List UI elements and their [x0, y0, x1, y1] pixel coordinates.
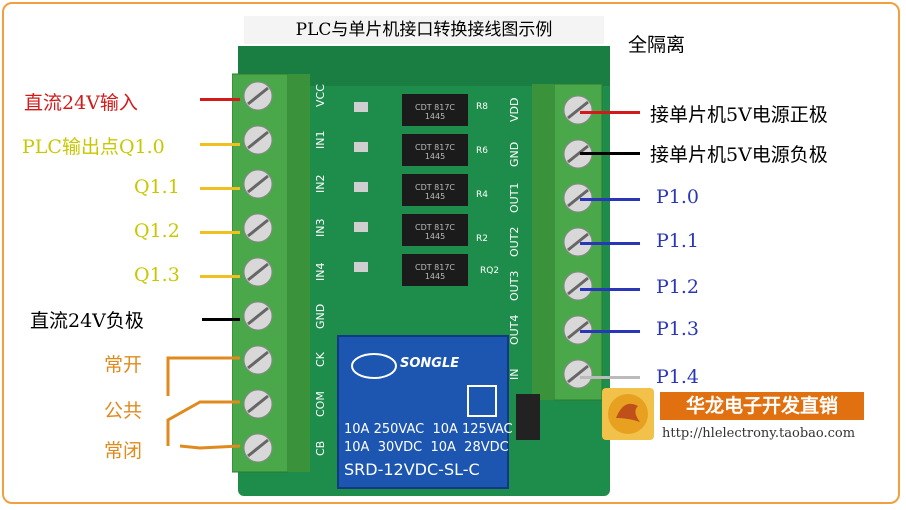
screw-slot	[567, 100, 589, 120]
image-frame	[2, 2, 900, 504]
label-mcu-5v-positive: 接单片机5V电源正极	[650, 104, 828, 126]
label-dc24v-negative: 直流24V负极	[30, 310, 144, 332]
left-pin-label: IN2	[314, 174, 327, 194]
wire-p11	[580, 242, 640, 245]
label-dc24v-input: 直流24V输入	[24, 92, 138, 114]
shop-watermark: 华龙电子开发直销 http://hlelectrony.taobao.com	[602, 388, 864, 444]
pcb-board	[232, 46, 610, 496]
relay-brand: SONGLE	[400, 356, 460, 371]
wire-p12	[580, 288, 640, 291]
right-pin-label: IN	[508, 368, 521, 380]
resistor-label: RQ2	[480, 266, 500, 276]
right-pin-label: OUT4	[508, 314, 521, 346]
optocoupler-text: CDT 817C 1445	[414, 143, 456, 161]
wire-p10	[580, 198, 640, 201]
smd-led	[354, 102, 368, 112]
left-pin-label: IN4	[314, 262, 327, 282]
label-q11: Q1.1	[134, 176, 180, 198]
smd-led	[354, 222, 368, 232]
screw-slot	[247, 306, 269, 326]
left-pin-label: VCC	[314, 84, 327, 108]
wire-dc24v-negative	[202, 318, 240, 321]
optocoupler-text: CDT 817C 1445	[414, 223, 456, 241]
screw-slot	[247, 394, 269, 414]
label-common: 公共	[104, 400, 143, 422]
label-p11: P1.1	[656, 230, 700, 252]
screw-slot	[567, 232, 589, 252]
right-pin-label: VDD	[508, 97, 521, 123]
label-normally-open: 常开	[104, 354, 143, 376]
label-p13: P1.3	[656, 318, 700, 340]
optocoupler-text: CDT 817C 1445	[414, 183, 456, 201]
left-pin-label: IN1	[314, 130, 327, 150]
right-pin-label: OUT3	[508, 270, 521, 302]
wire-q11	[200, 187, 240, 190]
shop-url: http://hlelectrony.taobao.com	[662, 426, 856, 441]
relay-rating-2: 10A 30VDC 10A 28VDC	[344, 440, 509, 455]
resistor-label: R2	[476, 234, 488, 244]
relay-model: SRD-12VDC-SL-C	[344, 460, 480, 479]
optocoupler-chip	[402, 94, 468, 126]
screw-slot	[567, 276, 589, 296]
resistor-label: R8	[476, 102, 488, 112]
left-pin-label: IN3	[314, 218, 327, 238]
screw-slot	[247, 130, 269, 150]
optocoupler-chip	[402, 254, 468, 286]
shop-name: 华龙电子开发直销	[660, 392, 864, 420]
label-p12: P1.2	[656, 276, 700, 298]
screw-slot	[567, 364, 589, 384]
wire-dc24v-input	[200, 98, 240, 101]
screw-slot	[247, 174, 269, 194]
label-normally-closed: 常闭	[104, 440, 143, 462]
subtitle-full-isolation: 全隔离	[628, 34, 686, 56]
screw-slot	[247, 438, 269, 458]
wire-p13	[580, 330, 640, 333]
optocoupler-text: CDT 817C 1445	[414, 263, 456, 281]
screw-slot	[247, 218, 269, 238]
wire-mcu-5v-negative	[580, 152, 640, 155]
screw-slot	[567, 144, 589, 164]
label-plc-q10: PLC输出点Q1.0	[22, 136, 165, 158]
screw-slot	[567, 320, 589, 340]
screw-slot	[247, 350, 269, 370]
wire-mcu-5v-positive	[580, 111, 640, 114]
resistor-label: R6	[476, 146, 488, 156]
optocoupler-chip	[402, 174, 468, 206]
left-pin-label: GND	[314, 303, 327, 329]
label-q13: Q1.3	[134, 264, 180, 286]
label-p14: P1.4	[656, 366, 700, 388]
wire-q13	[200, 275, 240, 278]
wire-q10	[200, 143, 240, 146]
right-pin-label: OUT2	[508, 226, 521, 258]
relay-rating-1: 10A 250VAC 10A 125VAC	[344, 422, 513, 437]
optocoupler-chip	[402, 214, 468, 246]
resistor-label: R4	[476, 190, 488, 200]
wire-p14	[580, 376, 640, 379]
optocoupler-text: CDT 817C 1445	[414, 103, 456, 121]
left-pin-label: CB	[314, 440, 327, 456]
label-q12: Q1.2	[134, 220, 180, 242]
page-title: PLC与单片机接口转换接线图示例	[244, 16, 604, 44]
smd-led	[354, 142, 368, 152]
screw-slot	[247, 262, 269, 282]
wire-q12	[200, 231, 240, 234]
smd-led	[354, 262, 368, 272]
optocoupler-chip	[402, 134, 468, 166]
right-pin-label: GND	[508, 141, 521, 167]
label-p10: P1.0	[656, 186, 700, 208]
dragon-logo-icon	[602, 388, 654, 440]
left-pin-label: COM	[314, 391, 327, 417]
right-pin-label: OUT1	[508, 182, 521, 214]
smd-led	[354, 182, 368, 192]
label-mcu-5v-negative: 接单片机5V电源负极	[650, 144, 828, 166]
screw-slot	[247, 86, 269, 106]
screw-slot	[567, 188, 589, 208]
left-pin-label: CK	[314, 352, 327, 368]
